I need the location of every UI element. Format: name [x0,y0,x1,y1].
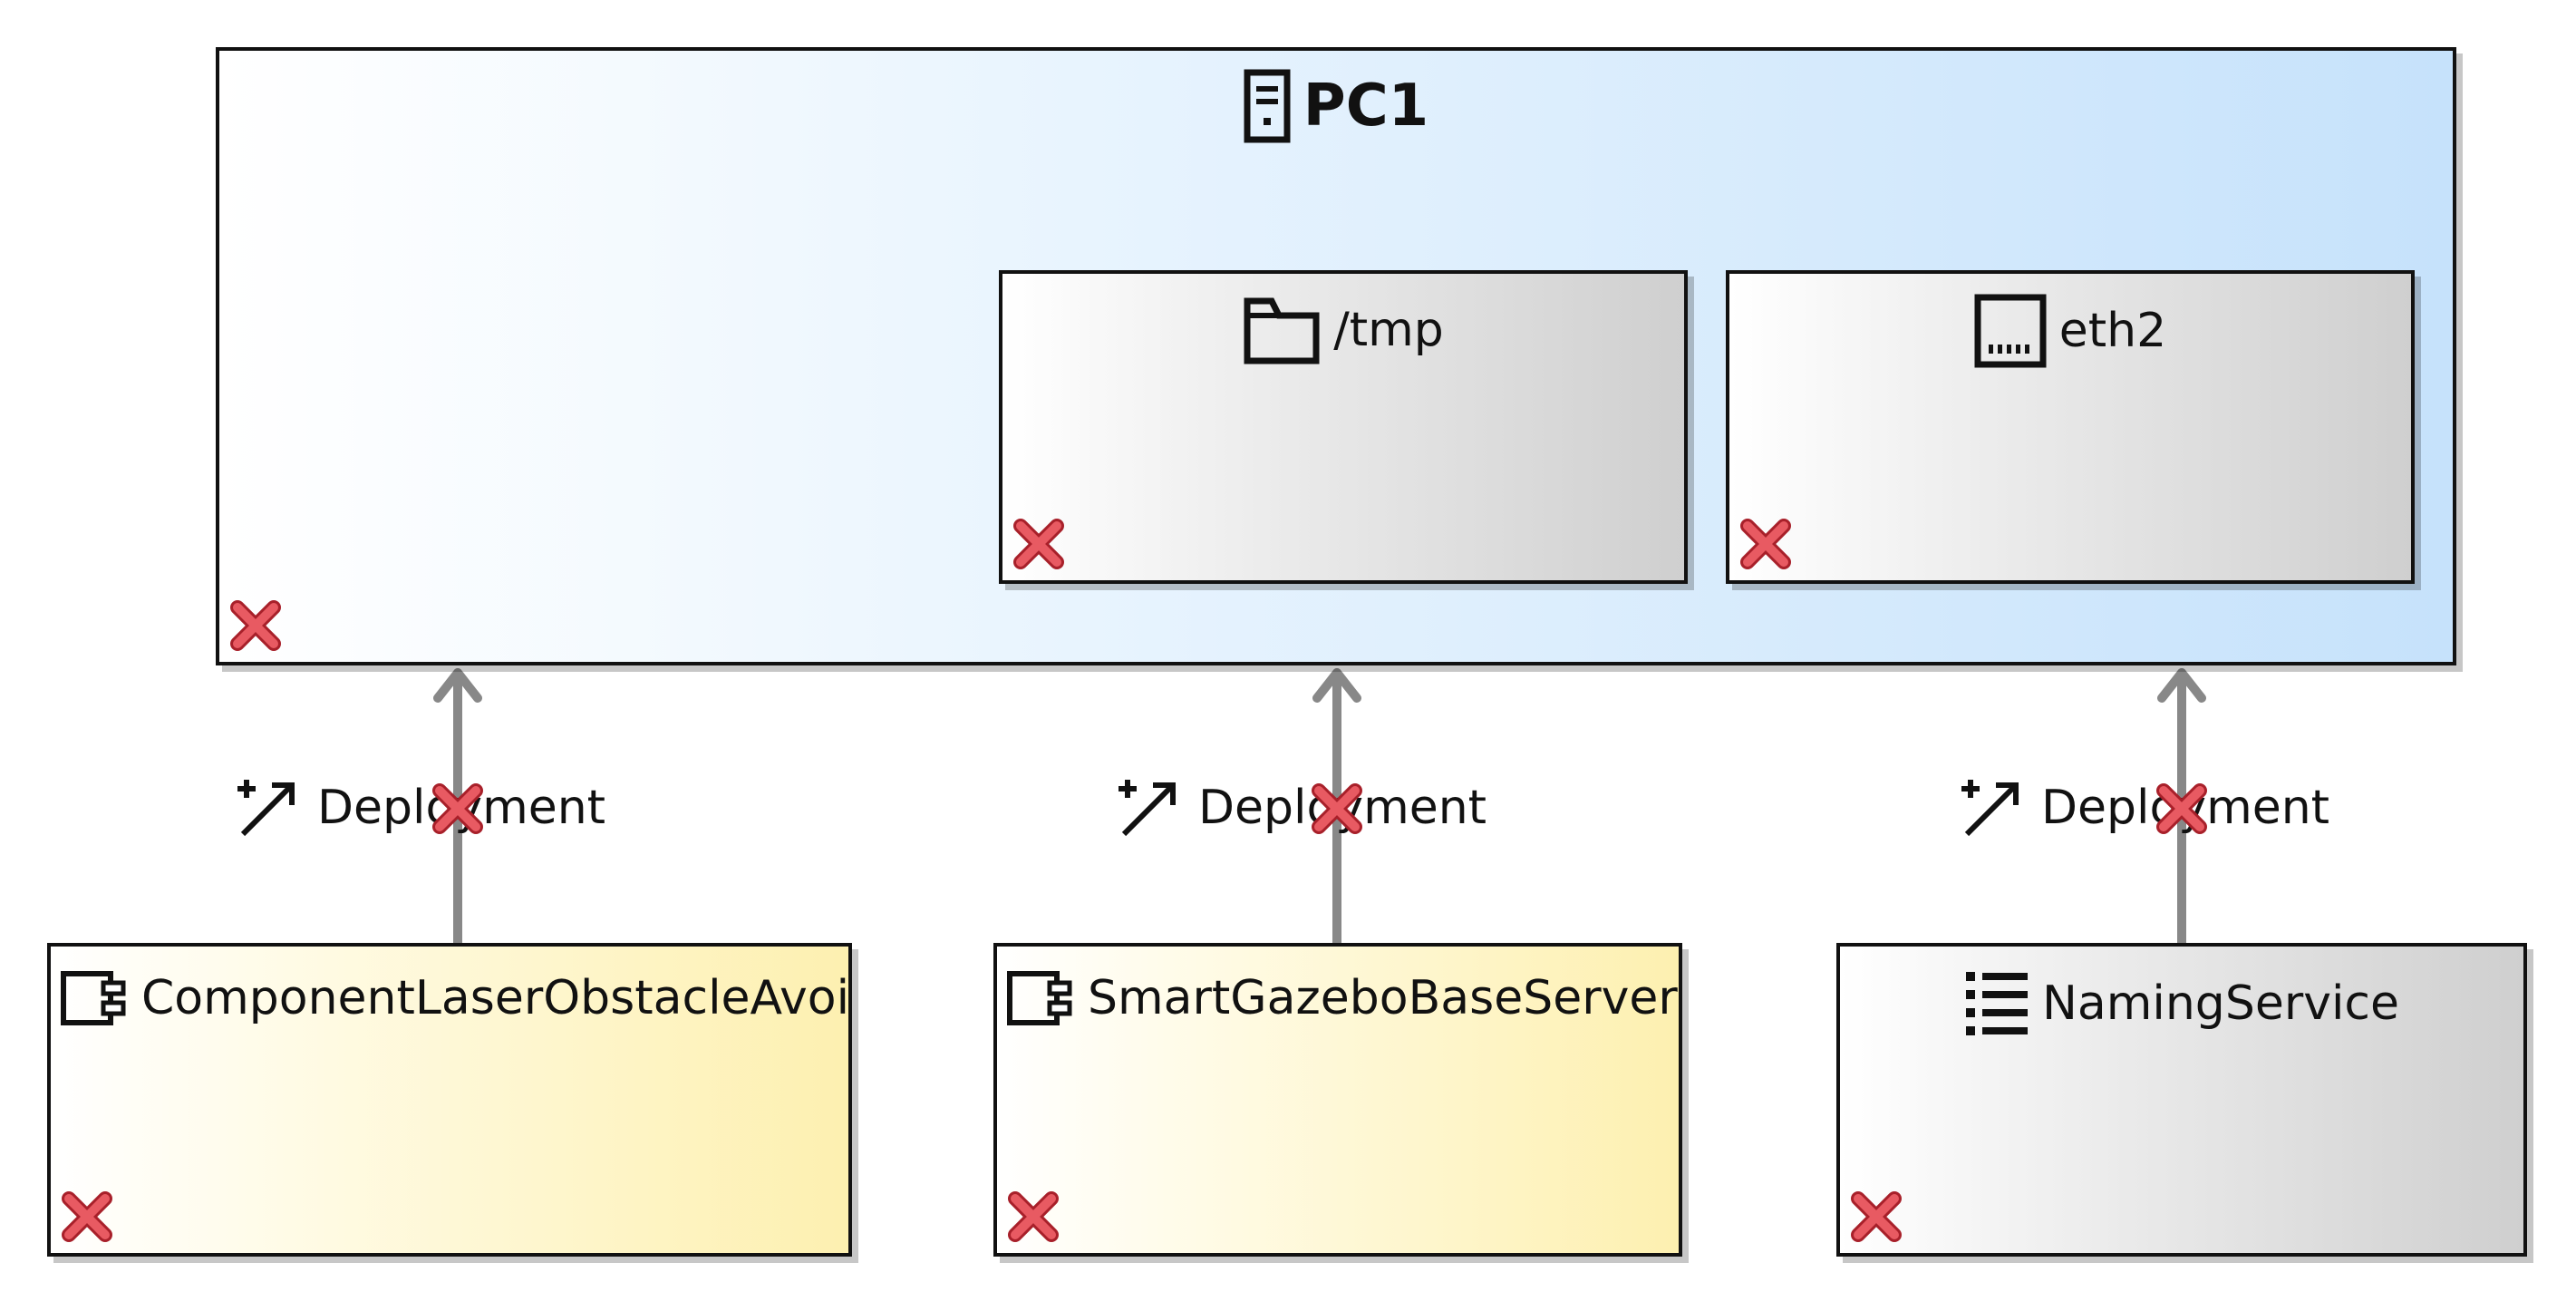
node-title: SmartGazeboBaseServer [1088,971,1678,1025]
deployment-label-1[interactable]: Deployment [232,776,605,840]
deployment-arrowhead-3 [2157,668,2206,703]
deployment-arrowhead-2 [1312,668,1361,703]
component-node-smart-gazebo-base-server[interactable]: SmartGazeboBaseServer [993,943,1682,1257]
artifact-node-eth2[interactable]: eth2 [1726,270,2415,584]
artifact-node-tmp[interactable]: /tmp [999,270,1688,584]
node-header: ComponentLaserObstacleAvoid [51,970,848,1026]
deployment-label-3[interactable]: Deployment [1956,776,2329,840]
component-node-laser-obstacle-avoid[interactable]: ComponentLaserObstacleAvoid [47,943,852,1257]
node-header: NamingService [1840,968,2523,1039]
component-icon [61,971,126,1025]
folder-icon [1244,297,1320,364]
error-x-icon [230,600,281,651]
server-icon [1244,69,1291,143]
error-x-icon [1851,1191,1902,1242]
node-title: PC1 [1303,73,1429,140]
error-x-icon [1013,519,1064,569]
node-header: eth2 [1729,294,2411,368]
error-x-icon [1740,519,1791,569]
deployment-icon [1961,780,2019,837]
list-icon [1965,972,2028,1035]
error-x-icon [62,1191,112,1242]
artifact-node-naming-service[interactable]: NamingService [1836,943,2527,1257]
error-x-icon [2156,783,2207,834]
node-title: NamingService [2041,976,2399,1031]
deployment-icon [1119,780,1176,837]
error-x-icon [1008,1191,1059,1242]
component-icon [1007,971,1072,1025]
node-title: /tmp [1333,303,1444,357]
error-x-icon [432,783,483,834]
error-x-icon [1312,783,1362,834]
deployment-arrowhead-1 [433,668,482,703]
node-header: /tmp [1002,294,1684,366]
deployment-icon [237,780,295,837]
deployment-label-2[interactable]: Deployment [1113,776,1487,840]
node-title: eth2 [2058,304,2167,358]
node-header: PC1 [219,69,2453,143]
network-port-icon [1974,294,2047,368]
node-title: ComponentLaserObstacleAvoid [141,971,852,1025]
node-header: SmartGazeboBaseServer [997,970,1679,1026]
